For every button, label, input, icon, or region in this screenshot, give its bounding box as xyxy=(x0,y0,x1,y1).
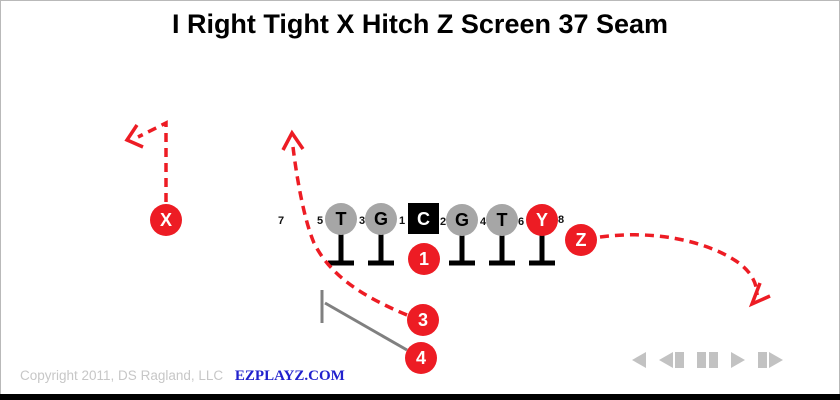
step-back-triangle xyxy=(659,352,673,368)
lineman-left-guard: G xyxy=(365,203,397,235)
quarterback-1: 1 xyxy=(408,243,440,275)
play-triangle xyxy=(731,352,745,368)
gap-number-5: 5 xyxy=(316,215,324,227)
footer: Copyright 2011, DS Ragland, LLC EZPLAYZ.… xyxy=(20,368,345,385)
ol-block-symbol xyxy=(529,234,555,266)
pause-bar xyxy=(709,352,718,368)
pause-icon[interactable] xyxy=(697,352,718,368)
receiver-z: Z xyxy=(565,224,597,256)
ol-block-symbol xyxy=(368,233,394,266)
ol-block-symbol xyxy=(489,234,515,266)
pause-bar xyxy=(697,352,706,368)
route-x-hitch xyxy=(137,120,168,202)
lineman-right-guard: G xyxy=(446,204,478,236)
step-back-icon[interactable] xyxy=(659,352,684,368)
playback-controls xyxy=(632,351,783,369)
step-back-bar xyxy=(675,352,684,368)
gap-number-1: 1 xyxy=(398,215,406,227)
play-icon[interactable] xyxy=(731,352,745,368)
lineman-left-tackle: T xyxy=(325,203,357,235)
step-forward-bar xyxy=(758,352,767,368)
rewind-triangle xyxy=(632,352,646,368)
play-title: I Right Tight X Hitch Z Screen 37 Seam xyxy=(171,9,669,39)
gap-number-7: 7 xyxy=(277,215,285,227)
route-3-arrowhead xyxy=(281,129,305,151)
receiver-x: X xyxy=(150,204,182,236)
lineman-right-tackle: T xyxy=(486,204,518,236)
route-z-screen xyxy=(599,233,759,296)
back-4: 4 xyxy=(405,342,437,374)
route-4-block-line xyxy=(324,301,408,352)
lineman-center: C xyxy=(408,203,439,234)
route-x-arrowhead xyxy=(124,124,144,149)
gap-number-2: 2 xyxy=(439,216,447,228)
copyright-text: Copyright 2011, DS Ragland, LLC xyxy=(20,368,224,383)
route-z-arrowhead xyxy=(748,282,771,308)
step-forward-triangle xyxy=(769,352,783,368)
route-3-seam xyxy=(291,146,408,317)
bottom-border-bar xyxy=(0,394,840,400)
back-3: 3 xyxy=(407,304,439,336)
site-link[interactable]: EZPLAYZ.COM xyxy=(234,368,345,384)
gap-number-4: 4 xyxy=(479,216,487,228)
tight-end-y: Y xyxy=(526,204,558,236)
gap-number-8: 8 xyxy=(557,214,565,226)
step-forward-icon[interactable] xyxy=(758,352,783,368)
ol-block-symbol xyxy=(328,233,354,266)
gap-number-3: 3 xyxy=(358,215,366,227)
ol-block-symbol xyxy=(449,234,475,266)
rewind-icon[interactable] xyxy=(632,352,646,368)
gap-number-6: 6 xyxy=(517,216,525,228)
